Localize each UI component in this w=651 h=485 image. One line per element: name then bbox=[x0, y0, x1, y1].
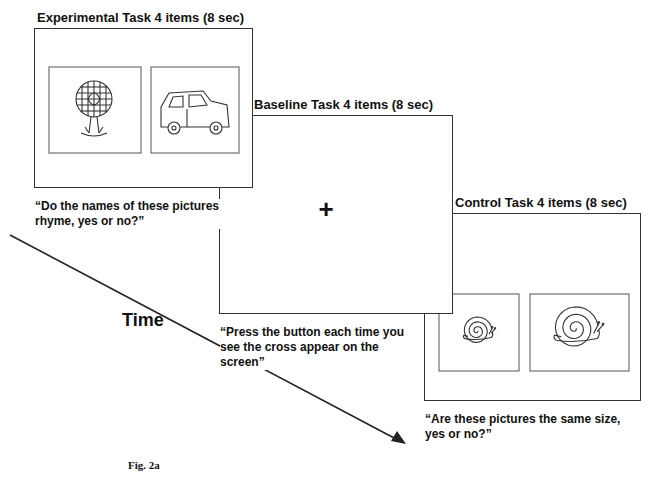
van-drawing bbox=[161, 91, 229, 134]
snail-drawing bbox=[554, 307, 604, 346]
task-heading: Experimental Task 4 items (8 sec) bbox=[37, 10, 244, 25]
picture-box bbox=[439, 294, 519, 371]
axis-label: Time bbox=[122, 310, 164, 331]
task-instruction: “Do the names of these pictures rhyme, y… bbox=[35, 199, 220, 229]
arrow-head bbox=[391, 431, 406, 444]
figure-number: Fig. 2a bbox=[128, 459, 160, 471]
fan-drawing bbox=[76, 81, 112, 136]
task-frame: Baseline Task 4 items (8 sec)+“Press the… bbox=[219, 115, 453, 314]
stimulus-pictures bbox=[35, 29, 254, 189]
snail-drawing bbox=[463, 317, 495, 342]
task-instruction: “Are these pictures the same size, yes o… bbox=[425, 412, 630, 442]
task-heading: Baseline Task 4 items (8 sec) bbox=[254, 97, 433, 112]
fixation-cross: + bbox=[318, 196, 333, 222]
picture-box bbox=[151, 67, 239, 153]
stimulus-pictures bbox=[220, 116, 454, 315]
task-frame: Control Task 4 items (8 sec)“Are these p… bbox=[424, 213, 641, 401]
picture-box bbox=[49, 67, 141, 153]
task-frame: Experimental Task 4 items (8 sec)“Do the… bbox=[34, 28, 253, 188]
stimulus-pictures bbox=[425, 214, 642, 402]
task-heading: Control Task 4 items (8 sec) bbox=[455, 195, 627, 210]
task-instruction: “Press the button each time you see the … bbox=[220, 325, 420, 370]
picture-box bbox=[530, 294, 629, 371]
